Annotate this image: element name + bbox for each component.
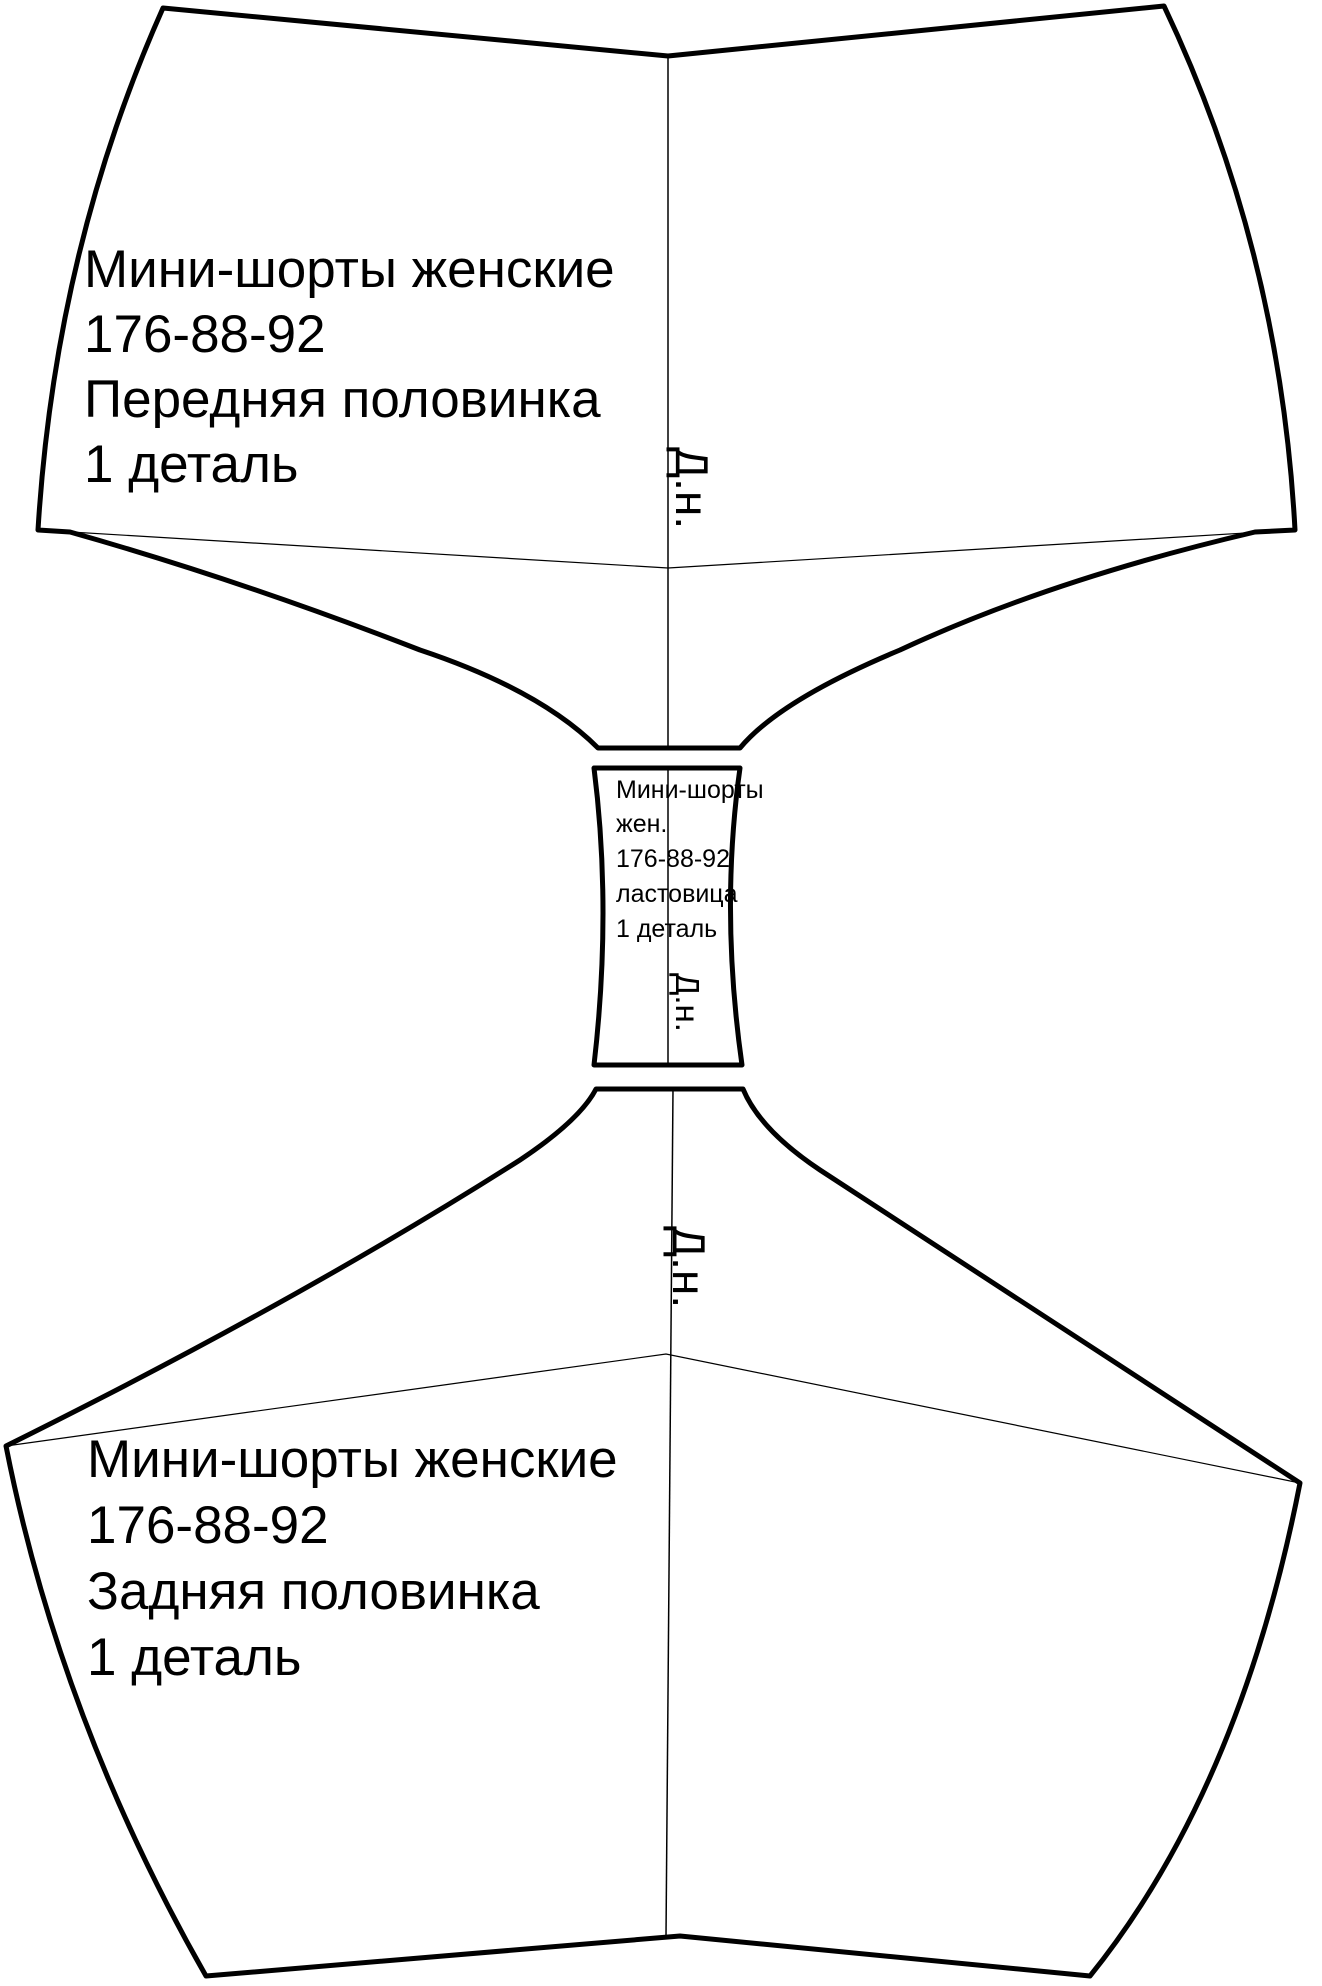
gusset-label-line-1: Мини-шорты bbox=[616, 776, 764, 804]
front-grain-label: Д.н. bbox=[666, 447, 718, 529]
gusset-label-line-2: жен. bbox=[616, 810, 667, 838]
back-label-line-2: 176-88-92 bbox=[87, 1496, 329, 1555]
back-half-piece: Мини-шорты женские 176-88-92 Задняя поло… bbox=[3, 1086, 1303, 1979]
gusset-label-line-3: 176-88-92 bbox=[616, 845, 730, 873]
front-half-outline bbox=[35, 3, 1298, 751]
front-hip-line bbox=[37, 529, 1296, 569]
gusset-grain-label: Д.н. bbox=[669, 973, 706, 1032]
back-half-outline bbox=[3, 1086, 1303, 1979]
back-label-line-3: Задняя половинка bbox=[87, 1562, 540, 1621]
front-label-line-1: Мини-шорты женские bbox=[84, 240, 615, 299]
front-label-line-2: 176-88-92 bbox=[84, 305, 326, 364]
back-label-line-4: 1 деталь bbox=[87, 1628, 302, 1687]
front-half-piece: Мини-шорты женские 176-88-92 Передняя по… bbox=[35, 3, 1298, 751]
back-hip-line bbox=[5, 1353, 1301, 1484]
back-grain-line bbox=[665, 1088, 674, 1937]
gusset-label-line-5: 1 деталь bbox=[616, 915, 717, 943]
gusset-outline bbox=[591, 765, 745, 1068]
front-label-line-3: Передняя половинка bbox=[84, 370, 601, 429]
gusset-piece: Мини-шорты жен. 176-88-92 ластовица 1 де… bbox=[591, 765, 764, 1068]
front-label-line-4: 1 деталь bbox=[84, 435, 299, 494]
gusset-label-line-4: ластовица bbox=[616, 880, 738, 908]
back-grain-label: Д.н. bbox=[663, 1226, 715, 1308]
back-label-line-1: Мини-шорты женские bbox=[87, 1430, 618, 1489]
